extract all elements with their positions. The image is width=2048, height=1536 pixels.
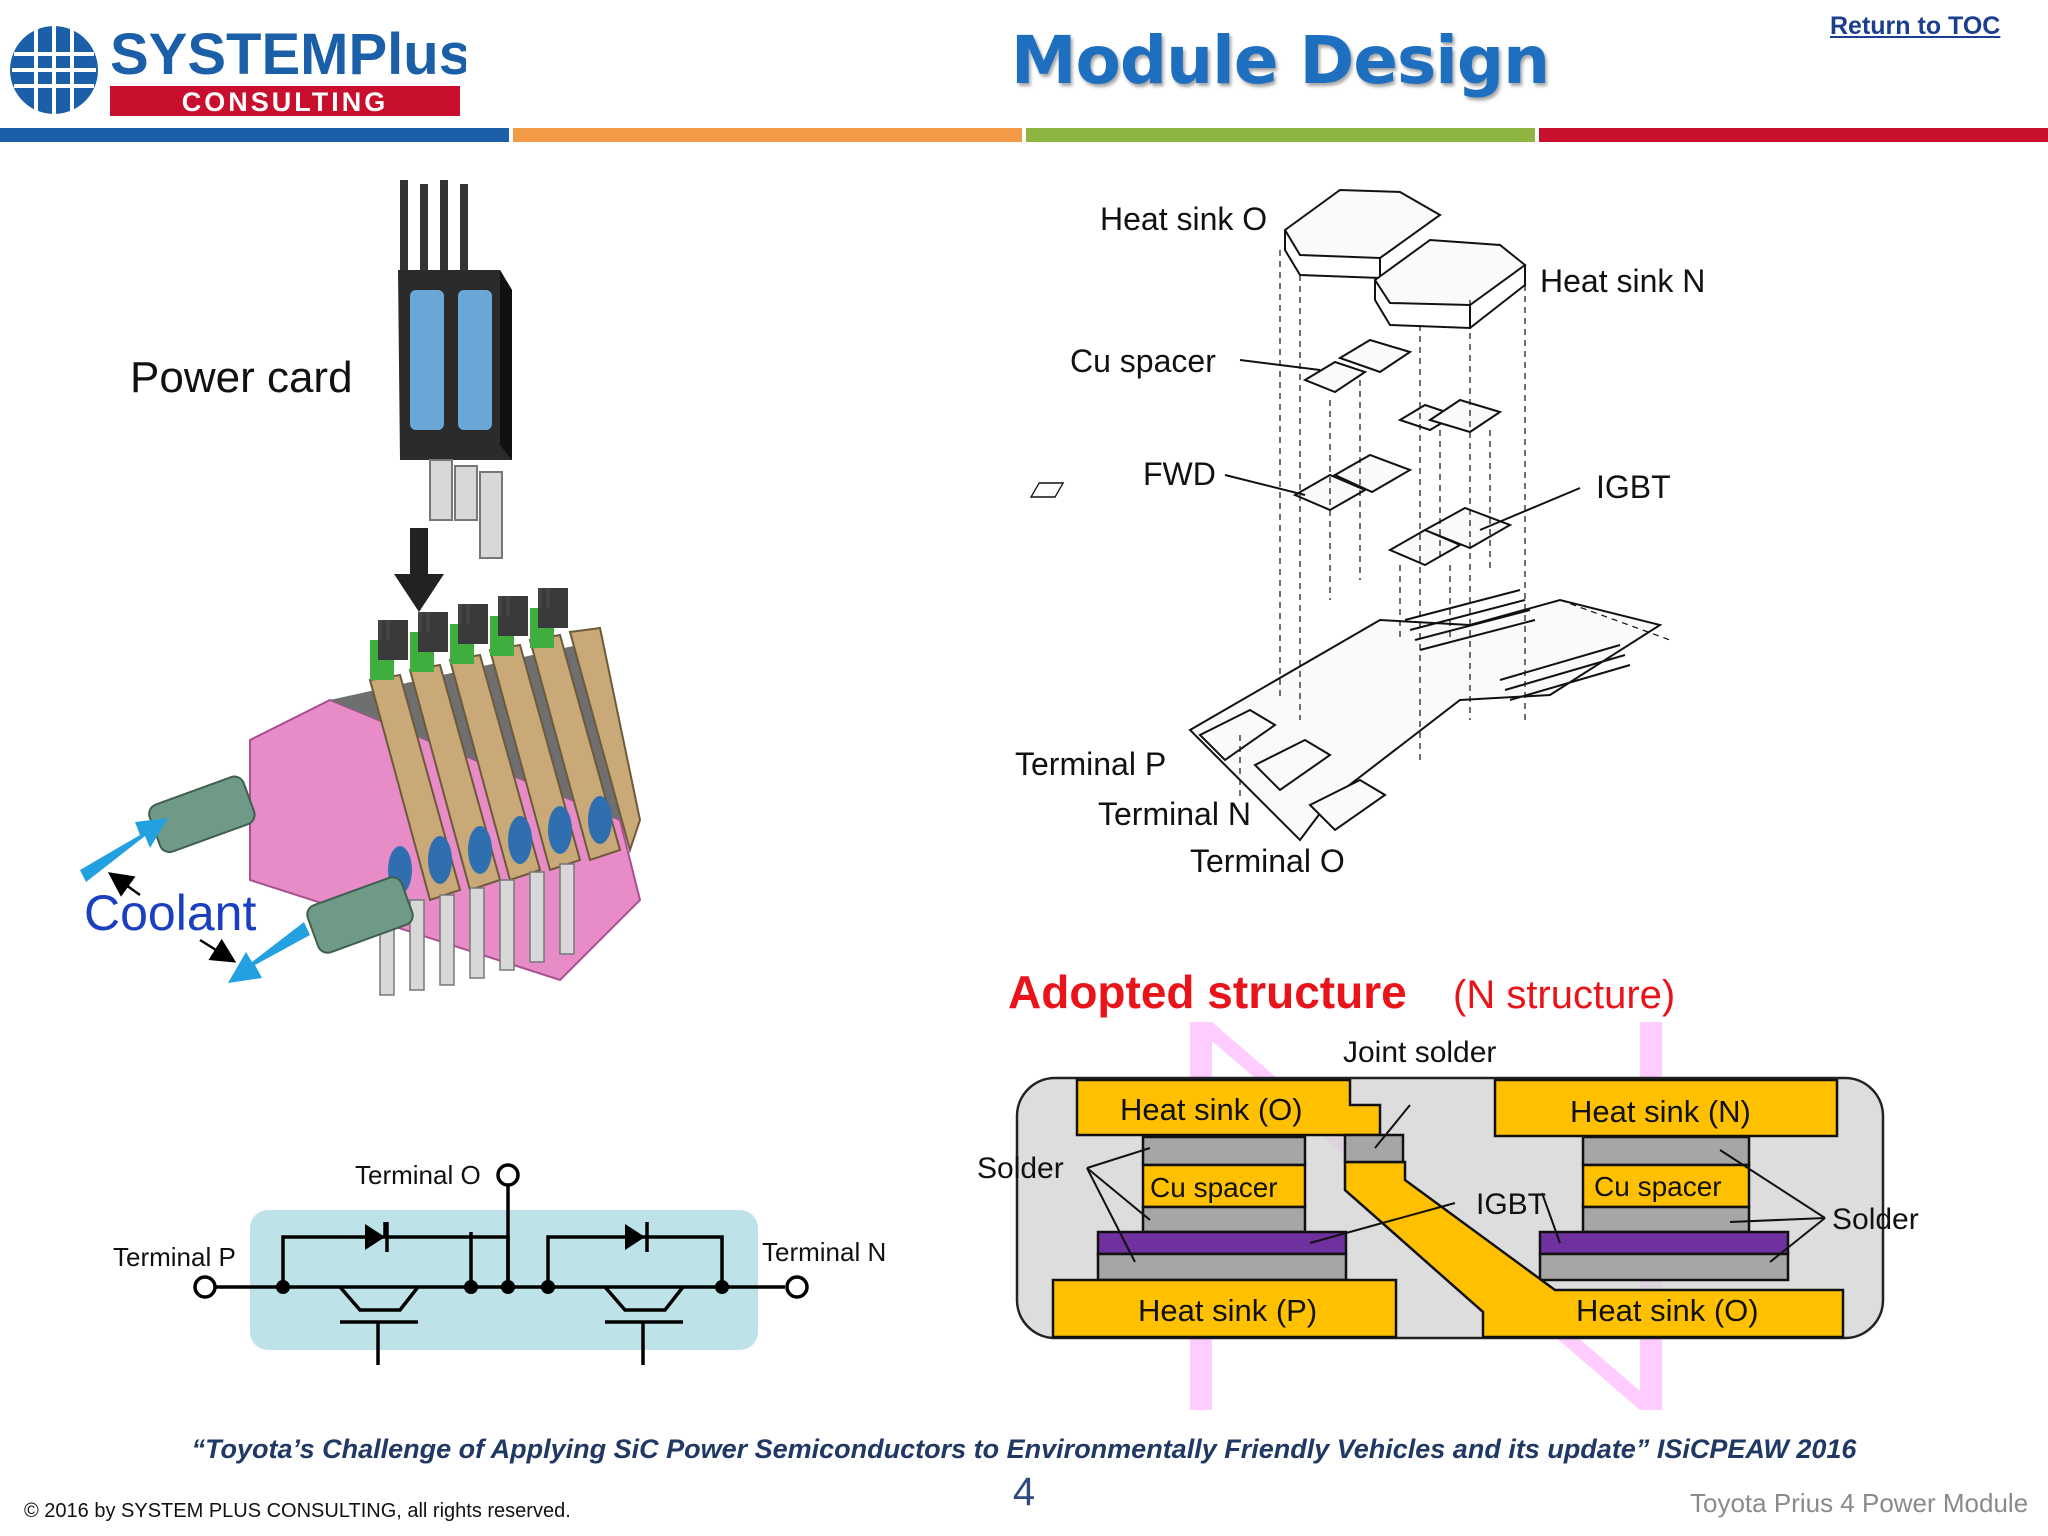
heat-sink-o-top-label: Heat sink (O) xyxy=(1120,1092,1303,1127)
cooler-stack xyxy=(80,588,642,996)
adopted-structure-diagram: Adopted structure (N structure) xyxy=(977,966,1919,1410)
solder-left-lower xyxy=(1141,1205,1307,1234)
logo-text-bottom: CONSULTING xyxy=(182,87,389,117)
solder-right-lower xyxy=(1581,1205,1751,1234)
coolant-outlet-arrow-icon xyxy=(228,922,310,983)
cu-spacer-left-label: Cu spacer xyxy=(1150,1172,1278,1203)
circuit-background xyxy=(250,1210,758,1350)
solder-right-label: Solder xyxy=(1832,1203,1919,1236)
label-terminal-n: Terminal N xyxy=(1098,796,1251,832)
copyright-notice: © 2016 by SYSTEM PLUS CONSULTING, all ri… xyxy=(24,1500,571,1522)
label-terminal-p: Terminal P xyxy=(1015,746,1166,782)
label-fwd: FWD xyxy=(1143,456,1216,492)
igbt-left-symbol-icon xyxy=(338,1285,420,1365)
fwd-diode-right-icon xyxy=(625,1222,649,1252)
terminal-o-node xyxy=(496,1163,520,1187)
structure-heading: Adopted structure xyxy=(1008,966,1407,1018)
deck-title: Toyota Prius 4 Power Module xyxy=(1690,1488,2029,1518)
power-card-illustration: Power card xyxy=(80,180,642,996)
joint-solder-label: Joint solder xyxy=(1343,1036,1496,1069)
cu-spacer-parts xyxy=(1302,338,1503,434)
stripe-green xyxy=(1026,128,1535,142)
stripe-blue xyxy=(0,128,509,142)
circuit-label-terminal-p: Terminal P xyxy=(113,1242,236,1272)
label-cu-spacer: Cu spacer xyxy=(1070,343,1216,379)
joint-solder-block xyxy=(1343,1133,1405,1164)
source-reference: “Toyota’s Challenge of Applying SiC Powe… xyxy=(191,1434,1857,1464)
solder-left-label: Solder xyxy=(977,1152,1064,1185)
fwd-diode-left-icon xyxy=(365,1222,389,1252)
label-heat-sink-o: Heat sink O xyxy=(1100,201,1267,237)
stripe-red xyxy=(1539,128,2048,142)
heat-sink-n-top-label: Heat sink (N) xyxy=(1570,1094,1751,1129)
coolant-label: Coolant xyxy=(84,885,256,941)
lead-frame xyxy=(1188,598,1663,842)
fwd-chips xyxy=(1029,453,1413,512)
logo-globe-icon xyxy=(10,26,98,114)
igbt-left-chip xyxy=(1096,1230,1348,1256)
label-terminal-o: Terminal O xyxy=(1190,843,1345,879)
terminal-n-node xyxy=(785,1275,809,1299)
coolant-pipe-upper xyxy=(148,775,256,854)
company-logo: SYSTEMPlus CONSULTING xyxy=(10,22,466,117)
terminal-p-node xyxy=(193,1275,217,1299)
logo-text-top: SYSTEMPlus xyxy=(110,22,466,87)
heat-sink-o-top-block xyxy=(1075,1078,1382,1137)
power-card-label: Power card xyxy=(130,353,353,402)
insert-arrow-icon xyxy=(394,528,444,612)
label-igbt: IGBT xyxy=(1596,469,1671,505)
structure-heading-suffix: (N structure) xyxy=(1453,973,1675,1017)
igbt-chips xyxy=(1387,506,1513,567)
circuit-label-terminal-o: Terminal O xyxy=(355,1160,481,1190)
cu-spacer-right-label: Cu spacer xyxy=(1594,1171,1722,1202)
coolant-pipe-lower xyxy=(306,876,414,954)
solder-right-base xyxy=(1538,1252,1790,1282)
page-number: 4 xyxy=(1012,1470,1036,1514)
logo-red-band xyxy=(110,86,460,116)
igbt-right-symbol-icon xyxy=(603,1285,685,1365)
stripe-orange xyxy=(513,128,1022,142)
header-color-stripe xyxy=(0,128,2048,142)
heat-sink-p-bottom-block xyxy=(1051,1278,1398,1339)
circuit-label-terminal-n: Terminal N xyxy=(762,1237,886,1267)
heat-sink-p-bottom-label: Heat sink (P) xyxy=(1138,1293,1317,1328)
heat-sink-n-top-block xyxy=(1493,1078,1839,1138)
igbt-right-chip xyxy=(1538,1230,1790,1256)
heat-sink-o-bottom-block xyxy=(1343,1160,1845,1339)
coolant-inlet-arrow-icon xyxy=(80,818,168,882)
heat-sink-o-bottom-label: Heat sink (O) xyxy=(1576,1293,1759,1328)
heat-sink-n-part xyxy=(1373,238,1527,330)
power-card xyxy=(398,180,512,559)
return-to-toc-link[interactable]: Return to TOC xyxy=(1830,12,2001,40)
label-heat-sink-n: Heat sink N xyxy=(1540,263,1705,299)
exploded-view-diagram: Heat sink O Heat sink N Cu spacer FWD IG… xyxy=(1015,188,1705,879)
solder-right-upper xyxy=(1581,1135,1751,1167)
solder-left-base xyxy=(1096,1252,1348,1282)
half-bridge-circuit: Terminal O Terminal P Terminal N xyxy=(113,1160,886,1365)
solder-left-upper xyxy=(1141,1135,1307,1167)
page-title: Module Design xyxy=(1010,22,1550,99)
cu-spacer-left-block xyxy=(1141,1163,1307,1209)
igbt-label: IGBT xyxy=(1476,1188,1546,1221)
